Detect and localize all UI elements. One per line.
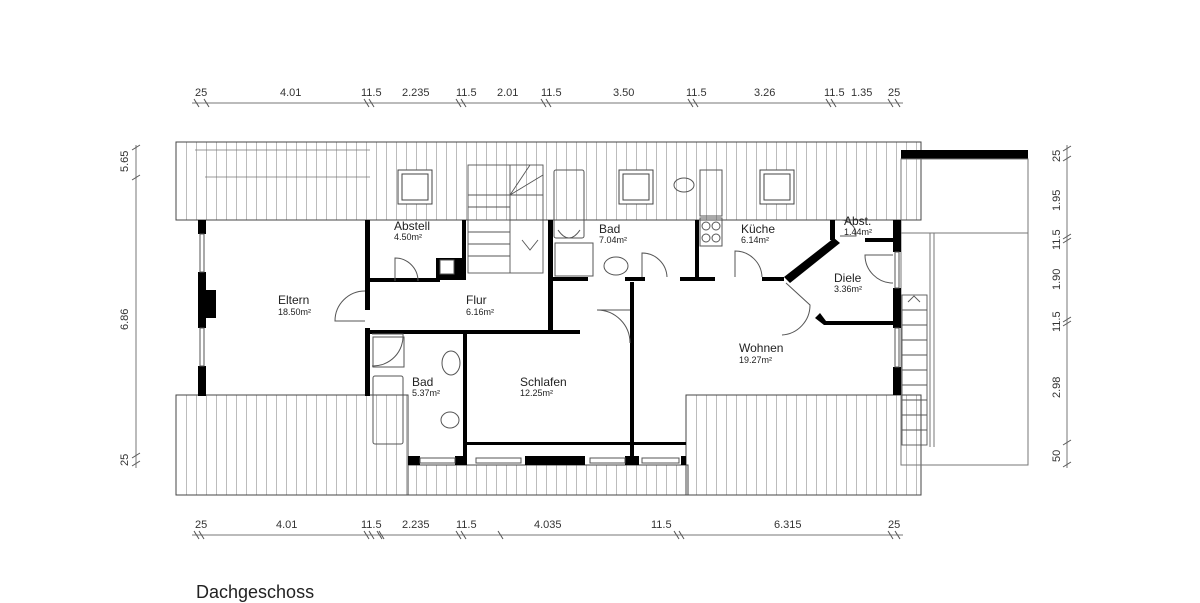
dim-bottom-8: 25: [888, 519, 900, 531]
room-area: 6.14m²: [741, 235, 769, 245]
doors: [334, 219, 894, 367]
room-area: 18.50m²: [278, 307, 311, 317]
room-eltern: Eltern 18.50m²: [278, 293, 311, 317]
room-area: 3.36m²: [834, 284, 862, 294]
room-flur: Flur 6.16m²: [466, 293, 494, 317]
shower-bottom: [372, 336, 405, 368]
room-diele: Diele 3.36m²: [834, 271, 862, 294]
room-area: 12.25m²: [520, 388, 553, 398]
room-name: Flur: [466, 293, 487, 307]
room-name: Küche: [741, 222, 775, 236]
dim-top-3: 2.235: [402, 87, 430, 99]
roof-top: [175, 141, 1028, 221]
dim-left-0: 5.65: [119, 151, 131, 172]
dim-top-10: 11.5: [824, 87, 845, 99]
dim-left-2: 25: [119, 454, 131, 466]
left-dimension-line: 5.65 6.86 25: [119, 144, 141, 468]
room-area: 6.16m²: [466, 307, 494, 317]
room-name: Bad: [412, 375, 433, 389]
room-name: Schlafen: [520, 375, 567, 389]
dim-top-11: 1.35: [851, 87, 872, 99]
dim-right-6: 50: [1051, 450, 1063, 462]
dim-left-1: 6.86: [119, 309, 131, 330]
dim-top-12: 25: [888, 87, 900, 99]
roof-bottom-strip: [407, 464, 689, 496]
dim-top-0: 25: [195, 87, 207, 99]
dim-right-3: 1.90: [1051, 269, 1063, 290]
bottom-dimension-line: 25 4.01 11.5 2.235 11.5 4.035 11.5 6.315…: [192, 519, 903, 540]
room-labels: Eltern 18.50m² Abstell 4.50m² Flur 6.16m…: [278, 214, 872, 398]
dim-right-5: 2.98: [1051, 377, 1063, 398]
room-area: 7.04m²: [599, 235, 627, 245]
dim-bottom-1: 4.01: [276, 519, 297, 531]
room-name: Abstell: [394, 219, 430, 233]
dim-right-0: 25: [1051, 150, 1063, 162]
room-name: Eltern: [278, 293, 309, 307]
room-name: Bad: [599, 222, 620, 236]
dim-right-4: 11.5: [1051, 311, 1063, 332]
fixtures: [372, 169, 723, 445]
room-name: Wohnen: [739, 341, 783, 355]
dim-bottom-7: 6.315: [774, 519, 802, 531]
balcony-rail: [901, 150, 1028, 159]
toilet-bottom: [440, 411, 460, 429]
right-dimension-line: 25 1.95 11.5 1.90 11.5 2.98 50: [1051, 145, 1072, 468]
dim-bottom-4: 11.5: [456, 519, 477, 531]
dim-top-8: 11.5: [686, 87, 707, 99]
room-kueche: Küche 6.14m²: [741, 222, 775, 245]
floor-title: Dachgeschoss: [196, 582, 315, 602]
top-dimension-line: 25 4.01 11.5 2.235 11.5 2.01 11.5 3.50 1…: [192, 87, 903, 108]
dim-top-5: 2.01: [497, 87, 518, 99]
dim-bottom-2: 11.5: [361, 519, 382, 531]
roof-bottom-right: [685, 394, 922, 496]
bathtub-bottom: [372, 375, 404, 445]
roof-bottom-left: [175, 394, 409, 496]
dim-right-1: 1.95: [1051, 190, 1063, 211]
staircase: [467, 164, 928, 446]
toilet-top: [673, 177, 695, 193]
dim-bottom-0: 25: [195, 519, 207, 531]
dim-top-4: 11.5: [456, 87, 477, 99]
dim-bottom-5: 4.035: [534, 519, 562, 531]
dim-top-1: 4.01: [280, 87, 301, 99]
dim-top-9: 3.26: [754, 87, 775, 99]
windows: [199, 233, 900, 464]
walls: [198, 220, 901, 465]
dim-top-7: 3.50: [613, 87, 634, 99]
dim-right-2: 11.5: [1051, 229, 1063, 250]
room-area: 19.27m²: [739, 355, 772, 365]
room-area: 1.44m²: [844, 227, 872, 237]
dim-bottom-6: 11.5: [651, 519, 672, 531]
sink-bottom: [441, 350, 461, 376]
room-bad-top: Bad 7.04m²: [599, 222, 627, 245]
shower-top: [554, 242, 594, 277]
room-bad-bottom: Bad 5.37m²: [412, 375, 440, 398]
dim-bottom-3: 2.235: [402, 519, 430, 531]
room-abst: Abst. 1.44m²: [844, 214, 872, 237]
room-schlafen: Schlafen 12.25m²: [520, 375, 567, 398]
sink-top: [603, 256, 629, 276]
kitchen-sink: [699, 169, 723, 217]
room-abstell: Abstell 4.50m²: [394, 219, 430, 242]
dim-top-2: 11.5: [361, 87, 382, 99]
room-wohnen: Wohnen 19.27m²: [739, 341, 783, 365]
dim-top-6: 11.5: [541, 87, 562, 99]
room-name: Abst.: [844, 214, 871, 228]
room-area: 4.50m²: [394, 232, 422, 242]
room-area: 5.37m²: [412, 388, 440, 398]
room-name: Diele: [834, 271, 862, 285]
stove: [699, 217, 723, 247]
